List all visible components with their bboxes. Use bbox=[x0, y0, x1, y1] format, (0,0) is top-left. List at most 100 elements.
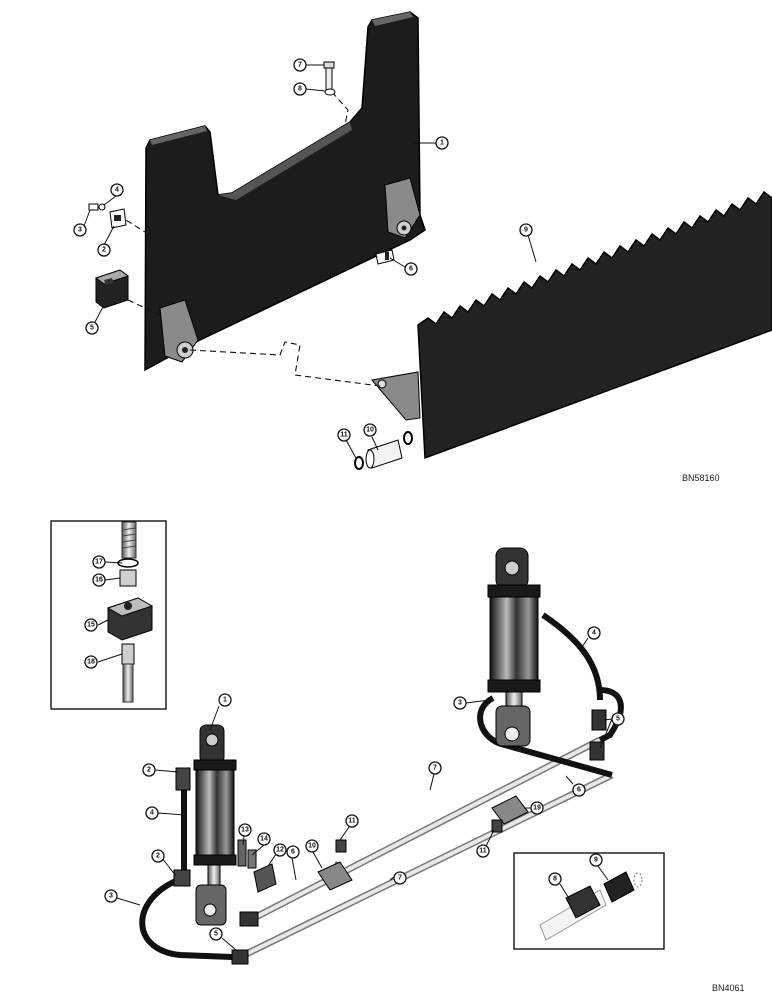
svg-text:1: 1 bbox=[440, 140, 444, 147]
callout-bottom-5-right: 5 bbox=[611, 712, 625, 726]
callout-top-1: 1 bbox=[435, 136, 449, 150]
upper-assembly: 7 8 1 4 3 2 6 5 9 10 11 BN5816 bbox=[73, 11, 772, 483]
svg-text:7: 7 bbox=[433, 765, 437, 772]
plug-11-right bbox=[491, 819, 503, 833]
callout-bottom-15: 15 bbox=[84, 618, 98, 632]
callout-bottom-7-lower: 7 bbox=[393, 871, 407, 885]
svg-text:3: 3 bbox=[109, 893, 113, 900]
top-leaders bbox=[83, 64, 537, 459]
bottom-leaders bbox=[97, 561, 613, 951]
mounting-frame bbox=[144, 11, 426, 372]
svg-text:11: 11 bbox=[479, 848, 487, 855]
svg-text:6: 6 bbox=[577, 787, 581, 794]
callout-top-11: 11 bbox=[337, 428, 351, 442]
svg-text:19: 19 bbox=[533, 805, 541, 812]
inset-adapter bbox=[119, 569, 137, 587]
callout-bottom-9: 9 bbox=[589, 853, 603, 867]
svg-text:2: 2 bbox=[102, 247, 106, 254]
svg-text:7: 7 bbox=[298, 62, 302, 69]
svg-text:11: 11 bbox=[340, 432, 348, 439]
figure-code-bottom: BN4061 bbox=[712, 983, 745, 993]
plate-hinge-bracket bbox=[371, 371, 421, 421]
callout-bottom-13: 13 bbox=[238, 823, 252, 837]
svg-text:10: 10 bbox=[366, 427, 374, 434]
callout-bottom-19: 19 bbox=[530, 801, 544, 815]
callout-top-2: 2 bbox=[97, 243, 111, 257]
callout-top-8: 8 bbox=[293, 82, 307, 96]
svg-text:8: 8 bbox=[298, 86, 302, 93]
svg-text:18: 18 bbox=[87, 659, 95, 666]
callout-top-10: 10 bbox=[363, 423, 377, 437]
svg-text:7: 7 bbox=[398, 875, 402, 882]
bolt-14 bbox=[247, 849, 257, 869]
fitting-5-left-upper bbox=[239, 911, 259, 927]
inset-nut-9 bbox=[603, 871, 635, 903]
callout-bottom-4-right: 4 bbox=[587, 626, 601, 640]
svg-text:6: 6 bbox=[291, 849, 295, 856]
svg-text:10: 10 bbox=[308, 843, 316, 850]
svg-text:4: 4 bbox=[150, 810, 154, 817]
tee-10 bbox=[317, 861, 353, 891]
svg-text:3: 3 bbox=[78, 227, 82, 234]
callout-bottom-6-right: 6 bbox=[572, 783, 586, 797]
frame-left-top-edge bbox=[150, 126, 207, 145]
assembly-line-pin bbox=[189, 341, 381, 387]
pin-10 bbox=[365, 439, 403, 469]
inset-nut-8 bbox=[565, 885, 601, 919]
callout-bottom-5-left: 5 bbox=[209, 927, 223, 941]
callout-top-7: 7 bbox=[293, 58, 307, 72]
svg-text:1: 1 bbox=[223, 697, 227, 704]
svg-text:5: 5 bbox=[90, 325, 94, 332]
callout-bottom-7-upper: 7 bbox=[428, 761, 442, 775]
svg-text:3: 3 bbox=[458, 700, 462, 707]
lockwasher-4 bbox=[98, 203, 106, 211]
callout-top-9: 9 bbox=[519, 223, 533, 237]
svg-text:4: 4 bbox=[592, 630, 596, 637]
svg-text:15: 15 bbox=[87, 622, 95, 629]
bolt-7 bbox=[323, 61, 335, 91]
toothed-plate bbox=[417, 190, 772, 460]
callout-bottom-3-right: 3 bbox=[453, 696, 467, 710]
snap-ring-11 bbox=[354, 431, 413, 470]
block-12 bbox=[253, 863, 277, 893]
callout-top-3: 3 bbox=[73, 223, 87, 237]
hose-4-right bbox=[541, 612, 603, 701]
right-hydraulic-cylinder bbox=[487, 547, 541, 747]
svg-text:9: 9 bbox=[594, 857, 598, 864]
figure-code-top: BN58160 bbox=[682, 473, 720, 483]
tee-19 bbox=[491, 795, 529, 825]
callout-bottom-11-left: 11 bbox=[345, 814, 359, 828]
fitting-5-upper bbox=[591, 709, 607, 731]
frame-notch-edge bbox=[218, 122, 352, 200]
svg-text:2: 2 bbox=[156, 853, 160, 860]
svg-text:16: 16 bbox=[95, 577, 103, 584]
frame-top-edge bbox=[372, 12, 413, 26]
plug-11-left bbox=[335, 839, 347, 853]
hose-3-left bbox=[139, 877, 233, 960]
fitting-2-lower bbox=[173, 869, 191, 887]
inset-hose-fittings bbox=[513, 852, 665, 950]
svg-text:12: 12 bbox=[276, 847, 284, 854]
svg-text:13: 13 bbox=[241, 827, 249, 834]
fitting-5-left-lower bbox=[231, 949, 249, 965]
callout-bottom-6-left: 6 bbox=[286, 845, 300, 859]
svg-text:4: 4 bbox=[115, 187, 119, 194]
frame-hinge-right bbox=[384, 177, 421, 239]
svg-text:14: 14 bbox=[260, 836, 268, 843]
line-fittings bbox=[173, 709, 607, 965]
wedge-2 bbox=[109, 208, 127, 229]
inset-fitting-detail bbox=[50, 520, 167, 710]
svg-text:17: 17 bbox=[95, 559, 103, 566]
callout-bottom-14: 14 bbox=[257, 832, 271, 846]
svg-text:11: 11 bbox=[348, 818, 356, 825]
svg-text:2: 2 bbox=[147, 767, 151, 774]
svg-text:6: 6 bbox=[409, 266, 413, 273]
screw-3 bbox=[88, 203, 99, 211]
washer-8 bbox=[324, 88, 336, 96]
callout-bottom-2-upper: 2 bbox=[142, 763, 156, 777]
callout-top-4: 4 bbox=[110, 183, 124, 197]
clamp-13 bbox=[237, 839, 247, 867]
lower-assembly: 1 2 4 2 3 5 13 14 12 6 10 11 7 7 5 6 19 … bbox=[50, 520, 745, 993]
